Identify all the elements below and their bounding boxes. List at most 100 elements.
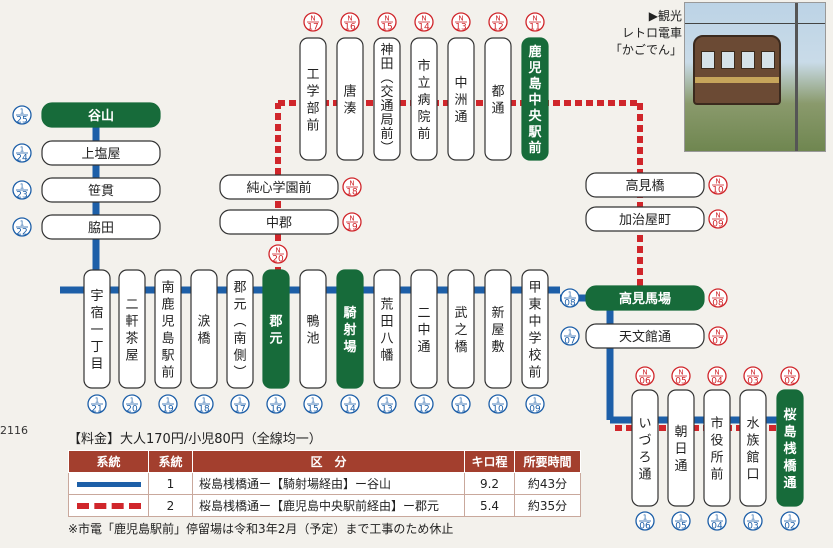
station-04-bottom-char: 前 [710, 467, 723, 483]
station-05-bottom-char: 日 [674, 442, 687, 457]
station-n19-label: 中郡 [266, 216, 292, 231]
badge-n19-prefix: N [349, 215, 354, 223]
fare-table: 系統 系統 区 分 キロ程 所要時間 1 桜島桟橋通ー【騎射場経由】ー谷山 9.… [68, 450, 581, 517]
station-03-bottom [739, 389, 767, 507]
badge-05-bottom-number: 05 [675, 522, 686, 532]
station-04-bottom-char: 役 [710, 434, 723, 449]
station-23-left [41, 177, 161, 203]
caption-line-1: ▶観光 [648, 9, 682, 23]
station-10-main [484, 269, 512, 389]
station-17-main-char: 南 [233, 331, 246, 347]
station-02-bottom-char: 桜 [783, 407, 796, 423]
station-20-main-char: 軒 [125, 315, 138, 330]
station-n12-char: 通 [491, 102, 504, 117]
badge-n06-bottom-number: 06 [639, 377, 651, 387]
badge-n19-number: 19 [346, 223, 358, 233]
station-15-main-char: 池 [306, 332, 319, 347]
badge-n06-bottom-prefix: N [642, 369, 647, 377]
header-time: 所要時間 [514, 450, 581, 473]
station-16-main-char: 元 [269, 332, 282, 347]
badge-left-25-prefix: 1 [20, 108, 24, 116]
station-03-bottom-char: 館 [746, 451, 759, 466]
badge-n20-prefix: N [275, 247, 280, 255]
badge-03-bottom-number: 03 [747, 522, 758, 532]
tram-photo [684, 2, 826, 152]
badge-11-main-prefix: 1 [459, 397, 463, 405]
station-n13-char: 洲 [454, 93, 467, 108]
caption-line-3: 「かごでん」 [609, 43, 682, 57]
photo-caption: ▶観光 レトロ電車 「かごでん」 [588, 8, 682, 59]
badge-left-23-number: 23 [16, 191, 27, 201]
badge-n02-bottom-prefix: N [787, 369, 792, 377]
station-n14-char: 市 [417, 58, 430, 74]
station-13-main-char: 幡 [380, 349, 393, 364]
station-10-main-char: 新 [491, 305, 504, 321]
badge-n16-prefix: N [347, 15, 352, 23]
station-11-main-char: 武 [454, 306, 467, 321]
station-n11-char: 央 [528, 108, 542, 124]
badge-11-main-number: 11 [455, 405, 466, 415]
badge-02-bottom-number: 02 [784, 522, 795, 532]
station-04-bottom-char: 市 [710, 416, 723, 432]
station-n15-char: 局 [380, 113, 393, 128]
route-section: 桜島桟橋通ー【騎射場経由】ー谷山 [192, 472, 465, 495]
badge-n02-bottom-number: 02 [784, 377, 795, 387]
route-number: 2 [148, 494, 193, 517]
badge-09-main-prefix: 1 [533, 397, 537, 405]
badge-n16-number: 16 [344, 23, 356, 33]
station-02-bottom-char: 通 [783, 475, 796, 491]
station-n13 [447, 37, 475, 161]
station-06-bottom-char: ろ [638, 451, 651, 466]
badge-15-main-number: 15 [307, 405, 318, 415]
station-16-main [262, 269, 290, 389]
station-n15-char: 前 [380, 126, 393, 142]
badge-n17-number: 17 [307, 23, 318, 33]
station-19-main-char: 駅 [161, 349, 174, 364]
caption-line-2: レトロ電車 [621, 26, 682, 40]
station-13-main-char: 荒 [380, 298, 393, 313]
badge-18-main-number: 18 [198, 405, 210, 415]
station-19-main-char: 南 [161, 280, 174, 296]
station-n11 [521, 37, 549, 161]
header-line: 系統 [68, 450, 149, 473]
station-11-main-char: 橋 [454, 340, 467, 355]
badge-04-bottom-number: 04 [711, 522, 723, 532]
station-13-main [373, 269, 401, 389]
station-09-main-char: 中 [528, 315, 541, 330]
station-25-left-label: 谷山 [88, 108, 114, 124]
station-03-bottom-char: 水 [746, 417, 759, 432]
badge-left-25-number: 25 [16, 116, 27, 126]
badge-21-main-number: 21 [91, 405, 102, 415]
utility-pole [795, 3, 798, 151]
badge-09-main-number: 09 [529, 405, 541, 415]
badge-13-main-prefix: 1 [385, 397, 389, 405]
badge-n14-number: 14 [418, 23, 430, 33]
route-km: 9.2 [464, 472, 515, 495]
station-17-main-char: ︶ [233, 366, 246, 381]
station-19-main-char: 前 [161, 365, 174, 381]
station-n11-char: 鹿 [528, 44, 541, 60]
station-18-main-char: 橋 [197, 332, 210, 347]
badge-14-main-number: 14 [344, 405, 356, 415]
station-10-main-char: 敷 [491, 340, 504, 355]
badge-13-main-number: 13 [381, 405, 392, 415]
badge-n04-bottom-number: 04 [711, 377, 723, 387]
badge-n03-bottom-number: 03 [747, 377, 758, 387]
station-n10 [585, 172, 705, 198]
station-09-main-char: 学 [528, 331, 541, 347]
badge-21-main-prefix: 1 [95, 397, 99, 405]
station-n15-char: 神 [380, 43, 393, 58]
station-07-junction-label: 天文館通 [619, 330, 671, 345]
badge-10-main-prefix: 1 [496, 397, 500, 405]
station-14-main-char: 射 [342, 322, 356, 338]
station-14-main-char: 騎 [343, 305, 356, 321]
badge-n08-junction-number: 08 [712, 299, 724, 309]
badge-n12-number: 12 [492, 23, 503, 33]
badge-left-22-number: 22 [16, 228, 27, 238]
overhead-wire [685, 23, 825, 24]
badge-08-junction-prefix: 1 [568, 291, 572, 299]
station-05-bottom-char: 通 [674, 459, 687, 474]
station-02-bottom [776, 389, 804, 507]
station-n11-char: 駅 [527, 125, 542, 140]
badge-n11-number: 11 [529, 23, 540, 33]
